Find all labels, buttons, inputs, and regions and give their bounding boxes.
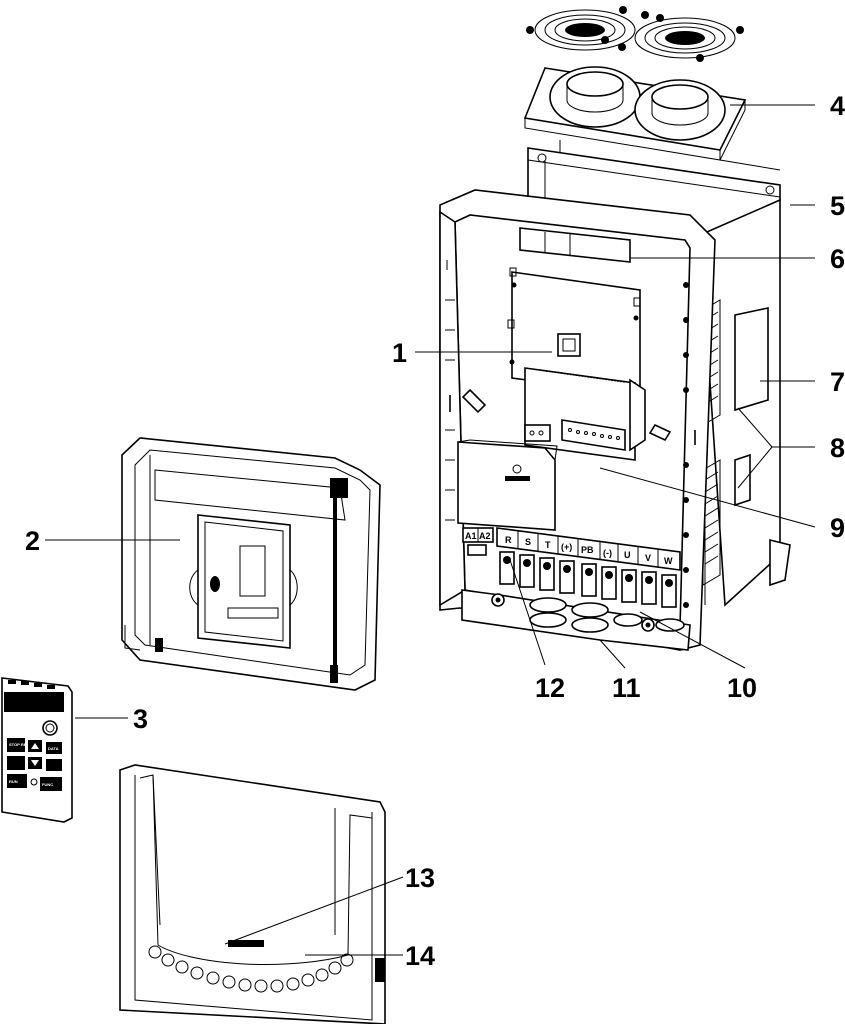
cover-vent-holes xyxy=(148,945,354,993)
leader-lines xyxy=(45,104,816,956)
terminal-label-t: T xyxy=(545,540,551,550)
callout-1: 1 xyxy=(392,338,407,368)
terminal-label-a2: A2 xyxy=(479,531,491,541)
right-rail-dots xyxy=(683,282,689,608)
callout-6: 6 xyxy=(830,244,845,274)
control-board xyxy=(461,267,672,461)
callout-numbers: 4 5 6 1 7 8 9 2 3 12 11 10 13 14 xyxy=(25,91,845,971)
callout-3: 3 xyxy=(133,704,148,734)
callout-14: 14 xyxy=(405,941,435,971)
cooling-fans xyxy=(523,66,781,200)
callout-5: 5 xyxy=(830,191,845,221)
front-cover xyxy=(121,437,381,691)
rj45-connector xyxy=(557,333,581,357)
terminal-label-s: S xyxy=(525,537,531,547)
keypad-run-label: RUN xyxy=(9,779,18,784)
callout-8: 8 xyxy=(830,433,845,463)
terminal-label-a1: A1 xyxy=(465,531,477,541)
side-label xyxy=(734,307,769,412)
top-opening xyxy=(519,227,631,263)
terminal-label-v: V xyxy=(645,553,651,563)
keypad-stop-reset-label: STOP RESET xyxy=(9,742,35,747)
callout-7: 7 xyxy=(830,367,845,397)
callout-10: 10 xyxy=(727,673,757,703)
callout-9: 9 xyxy=(830,513,845,543)
power-module xyxy=(457,439,558,531)
cover-label xyxy=(228,940,264,947)
terminal-cover xyxy=(119,764,386,1025)
callout-12: 12 xyxy=(535,673,565,703)
cable-gland-plate xyxy=(461,589,691,651)
callout-4: 4 xyxy=(830,91,845,121)
keypad-func-label: FUNC xyxy=(42,782,53,787)
keypad-data-label: DATA xyxy=(48,746,59,751)
terminal-label-pb: PB xyxy=(581,545,594,555)
terminal-label-u: U xyxy=(624,550,631,560)
keypad: STOP RESET DATA RUN FUNC xyxy=(1,677,73,823)
terminal-label-r: R xyxy=(505,535,512,545)
terminal-screws xyxy=(499,551,677,608)
terminal-label-w: W xyxy=(664,556,673,566)
terminal-label-plus: (+) xyxy=(561,542,572,552)
power-terminal-strip: A1 A2 R S T (+) PB (-) U V W xyxy=(462,527,681,608)
callout-11: 11 xyxy=(612,673,641,703)
fan-guards xyxy=(526,6,744,62)
callout-2: 2 xyxy=(25,526,40,556)
callout-13: 13 xyxy=(405,863,435,893)
terminal-label-minus: (-) xyxy=(603,548,612,558)
